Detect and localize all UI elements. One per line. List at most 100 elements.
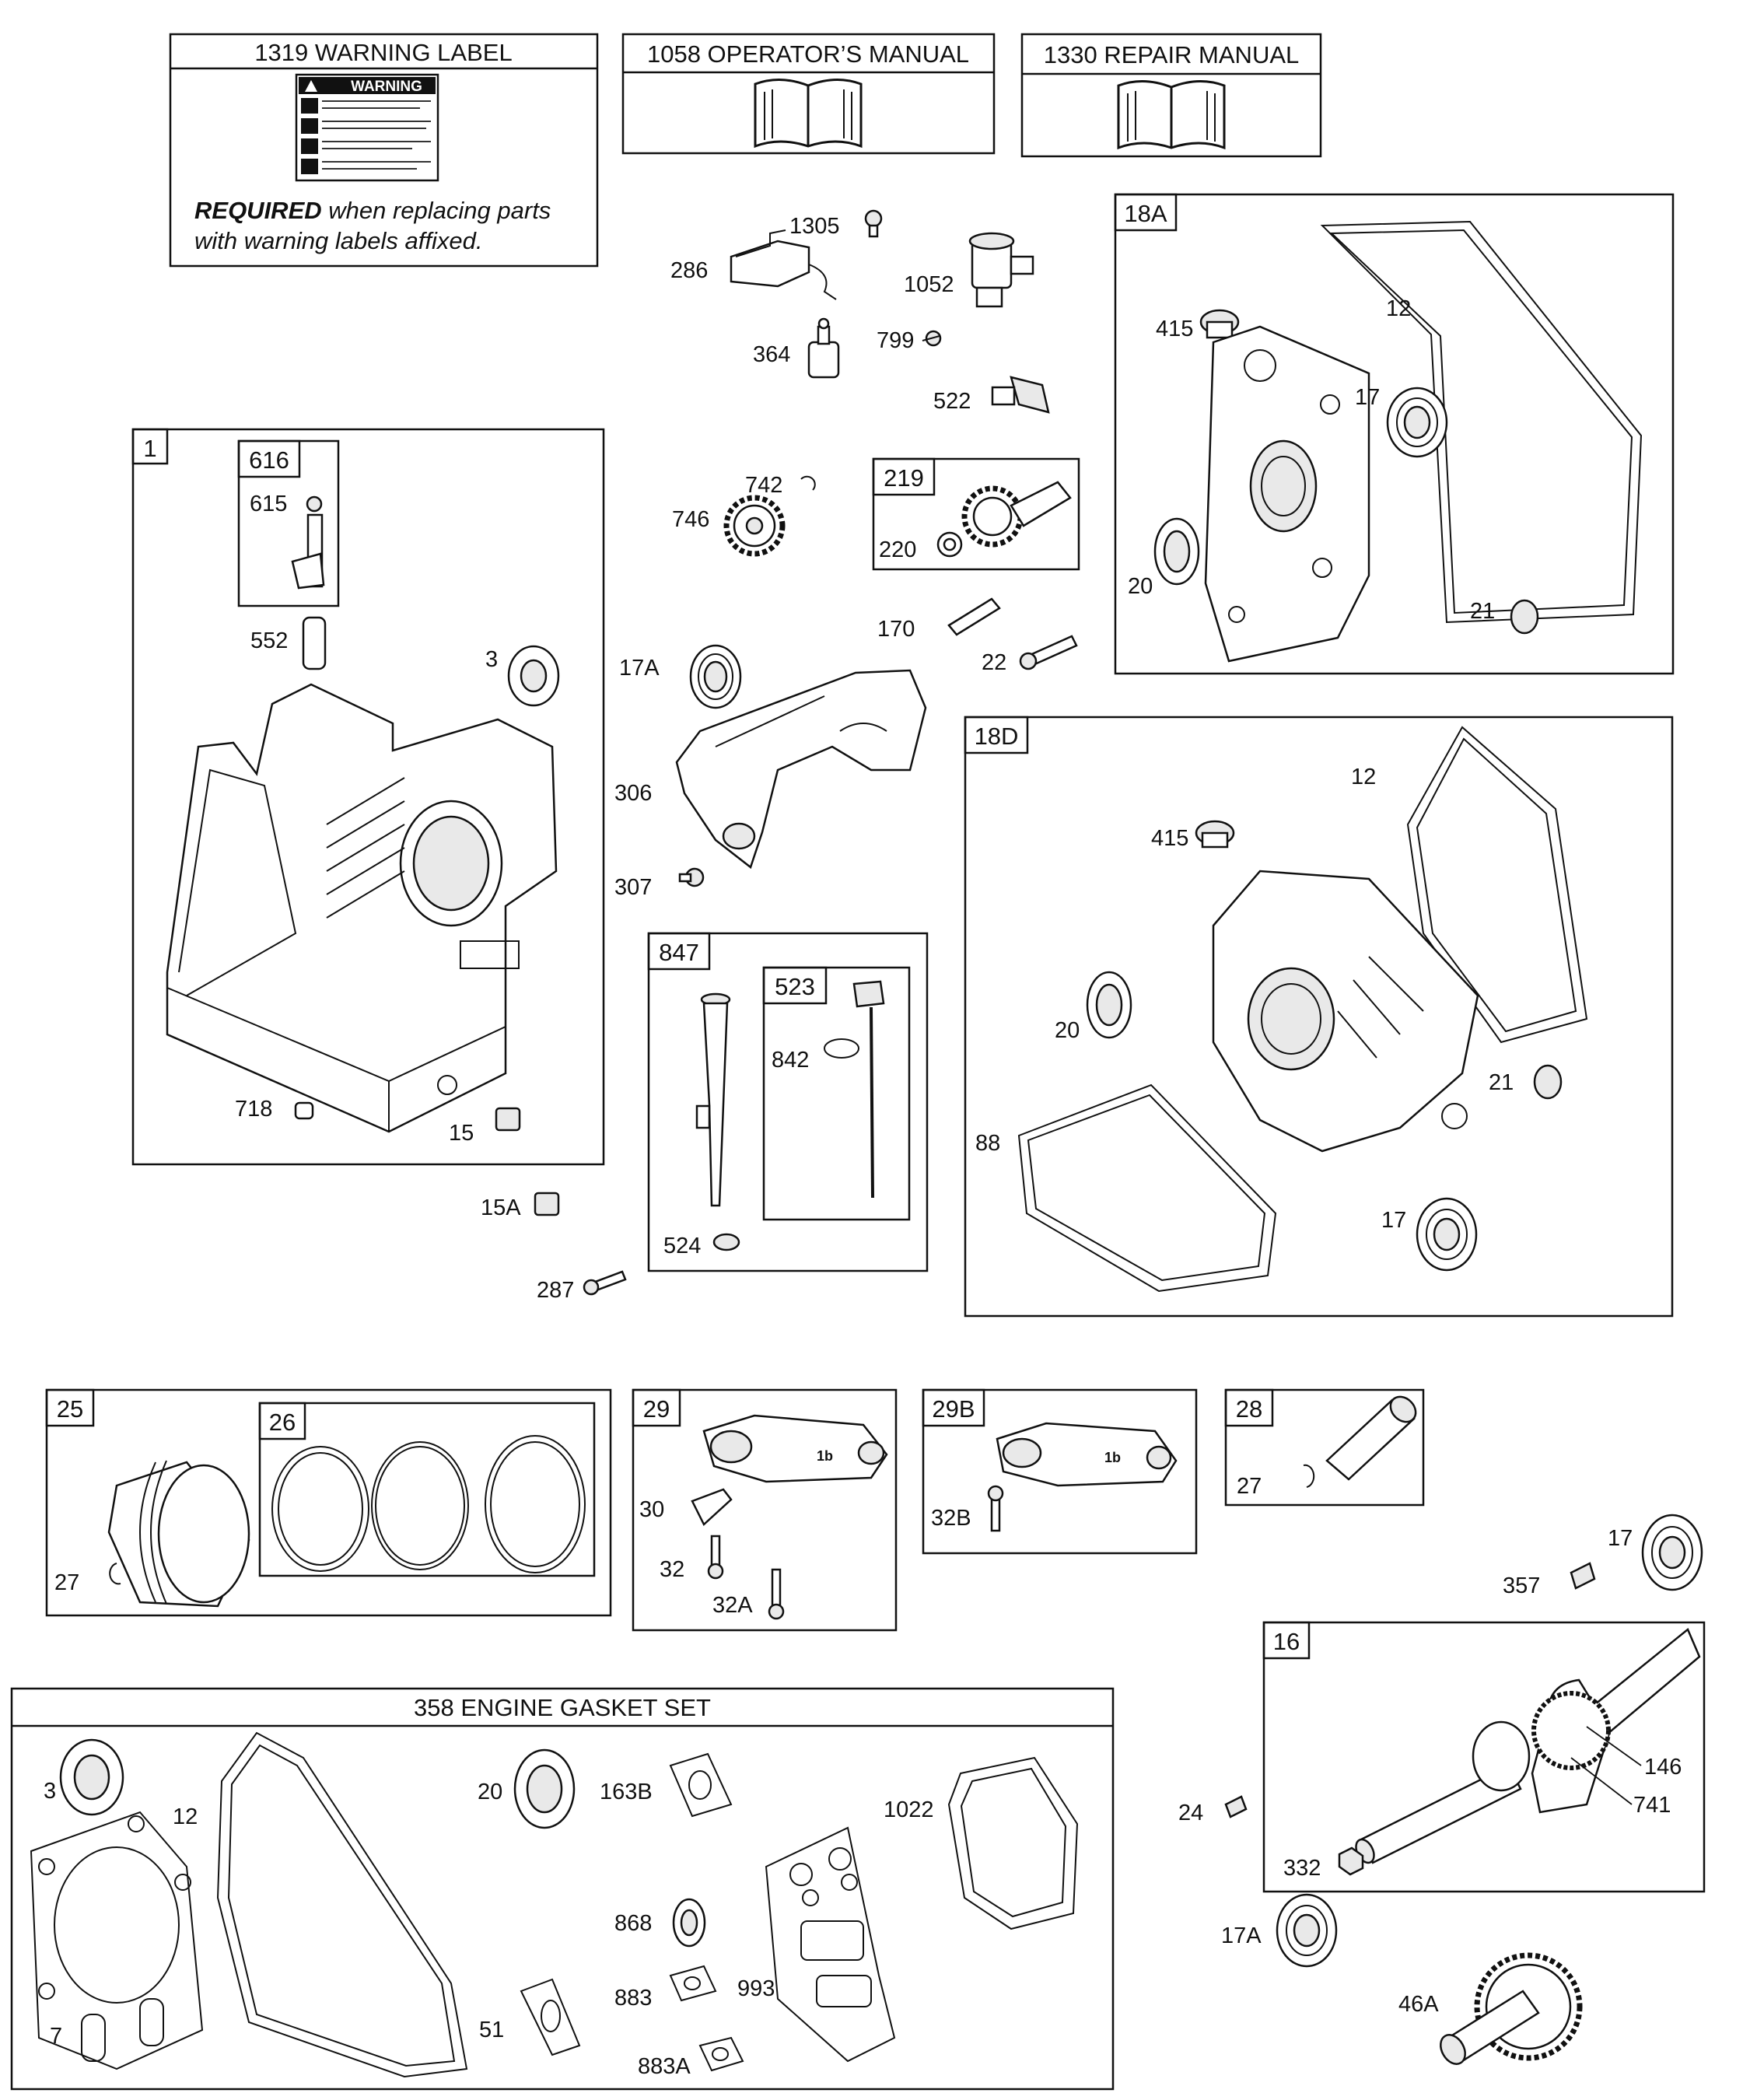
group-219-label: 219 [884,464,924,492]
operators-manual-box[interactable]: 1058 OPERATOR’S MANUAL [621,33,996,155]
gasket-label-163B: 163B [600,1780,653,1804]
part-286-module[interactable]: 286 [670,229,837,300]
gasket-part-883[interactable]: 883 [614,1965,717,2011]
part-22-bolt[interactable]: 22 [982,635,1078,675]
part-88-gasket[interactable]: 88 [975,1083,1277,1293]
gasket-part-868[interactable]: 868 [614,1898,706,1948]
group-616-label: 616 [249,446,289,474]
label-12b: 12 [1351,765,1376,789]
part-746-gear[interactable]: 746 [672,495,786,557]
group-29B-box[interactable]: 29B 1b 32B [922,1388,1198,1555]
warning-label-title: 1319 WARNING LABEL [254,39,512,66]
label-3: 3 [485,647,498,672]
part-357-key[interactable]: 357 [1503,1562,1596,1598]
part-170-stud[interactable]: 170 [877,597,1001,642]
operators-manual-title: 1058 OPERATOR’S MANUAL [647,40,969,68]
svg-text:1b: 1b [1104,1450,1121,1465]
part-32-bolt[interactable]: 32 [660,1535,724,1582]
part-12-gasket-b[interactable]: 12 [1351,726,1588,1044]
gasket-part-163B[interactable]: 163B [600,1752,733,1818]
group-847-box[interactable]: 847 524 523 842 [647,932,929,1272]
part-17A-bearing-b[interactable]: 17A [1221,1893,1338,1968]
part-332-nut[interactable]: 332 [1283,1846,1364,1881]
part-1052-solenoid[interactable]: 1052 [904,232,1034,308]
label-307: 307 [614,875,652,900]
gasket-label-51: 51 [479,2018,504,2042]
warning-label-box[interactable]: 1319 WARNING LABEL WARNING REQUIRED when… [169,33,599,268]
part-522-key[interactable]: 522 [933,376,1050,414]
part-842-oring[interactable]: 842 [772,1038,859,1073]
group-16-box[interactable]: 16 146 741 332 [1262,1621,1706,1893]
label-17c: 17 [1608,1526,1633,1551]
part-3-seal[interactable]: 3 [485,645,560,707]
part-27-clip-a[interactable]: 27 [54,1563,121,1595]
part-307-screw[interactable]: 307 [614,867,705,900]
label-332: 332 [1283,1856,1321,1881]
part-17-bearing-a[interactable]: 17 [1355,385,1448,458]
group-18A-box[interactable]: 18A 12 415 17 20 [1114,193,1675,675]
label-32A: 32A [712,1593,753,1618]
warning-note-line2: with warning labels affixed. [194,227,482,254]
group-28-box[interactable]: 28 27 [1224,1388,1425,1507]
part-615-breather[interactable]: 615 [250,492,325,590]
gasket-part-883A[interactable]: 883A [638,2036,744,2079]
part-12-gasket-a[interactable]: 12 [1320,220,1643,624]
part-1305-screw[interactable]: 1305 [789,209,883,239]
part-15-plug[interactable]: 15 [449,1107,521,1146]
group-29-box[interactable]: 29 1b 30 32 32A [632,1388,898,1632]
part-17-bearing-b[interactable]: 17 [1381,1197,1478,1272]
part-741-key[interactable]: 741 [1570,1757,1671,1818]
part-742-retainer[interactable]: 742 [745,473,816,498]
repair-manual-box[interactable]: 1330 REPAIR MANUAL [1020,33,1322,158]
gasket-part-1022[interactable]: 1022 [884,1756,1079,1930]
part-27-clip-b[interactable]: 27 [1237,1464,1315,1499]
part-20-seal-b[interactable]: 20 [1055,971,1132,1043]
label-88: 88 [975,1131,1000,1156]
group-1-box[interactable]: 1 616 615 552 3 [131,428,605,1166]
crankcase-cover-b [1212,870,1479,1153]
group-1-label: 1 [143,435,156,462]
part-524-grommet[interactable]: 524 [663,1233,740,1258]
part-146-gear[interactable]: 146 [1586,1726,1682,1780]
group-29-label: 29 [643,1395,670,1423]
part-799-screw[interactable]: 799 [877,328,942,353]
part-30-dipper[interactable]: 30 [639,1488,733,1527]
group-219-box[interactable]: 219 220 [872,457,1080,571]
part-32B-bolt[interactable]: 32B [931,1485,1004,1532]
label-17b: 17 [1381,1208,1406,1233]
group-18D-box[interactable]: 18D 12 415 20 21 [964,716,1674,1318]
gasket-part-3-seal[interactable]: 3 [44,1738,124,1816]
gasket-part-7-head[interactable]: 7 [30,1811,204,2070]
gasket-part-993[interactable]: 993 [737,1826,896,2063]
group-29B-label: 29B [932,1395,975,1423]
label-286: 286 [670,258,708,283]
part-46A-camshaft[interactable]: 46A [1398,1952,1583,2068]
part-415-plug-b[interactable]: 415 [1151,820,1235,851]
part-552-guide[interactable]: 552 [250,616,327,670]
part-415-plug-a[interactable]: 415 [1156,309,1240,341]
piston-pin [1325,1395,1417,1481]
label-357: 357 [1503,1573,1540,1598]
part-21-plug-a[interactable]: 21 [1470,599,1539,635]
gasket-part-51[interactable]: 51 [479,1978,581,2056]
part-24-key[interactable]: 24 [1178,1795,1248,1825]
group-28-label: 28 [1236,1395,1262,1423]
part-20-seal-a[interactable]: 20 [1128,517,1200,599]
part-287-screw[interactable]: 287 [537,1270,627,1303]
part-15A-plug[interactable]: 15A [481,1192,560,1220]
part-21-plug-b[interactable]: 21 [1489,1064,1563,1100]
part-32A-bolt[interactable]: 32A [712,1568,785,1620]
label-746: 746 [672,507,709,532]
group-25-box[interactable]: 25 27 26 [45,1388,612,1617]
part-364-sensor[interactable]: 364 [753,317,840,379]
gasket-part-12-crankcase[interactable]: 12 [173,1731,468,2078]
gasket-set-title: 358 ENGINE GASKET SET [414,1694,711,1721]
part-220-washer[interactable]: 220 [879,531,963,562]
gasket-part-20-seal[interactable]: 20 [478,1748,576,1829]
label-799: 799 [877,328,914,353]
part-17A-bearing[interactable]: 17A [619,644,742,709]
part-17-bearing-c[interactable]: 17 [1608,1514,1703,1591]
part-718-pin[interactable]: 718 [235,1097,314,1122]
part-306-shroud[interactable]: 306 [614,669,927,870]
gasket-set-box[interactable]: 358 ENGINE GASKET SET 3 7 12 51 [10,1687,1115,2091]
